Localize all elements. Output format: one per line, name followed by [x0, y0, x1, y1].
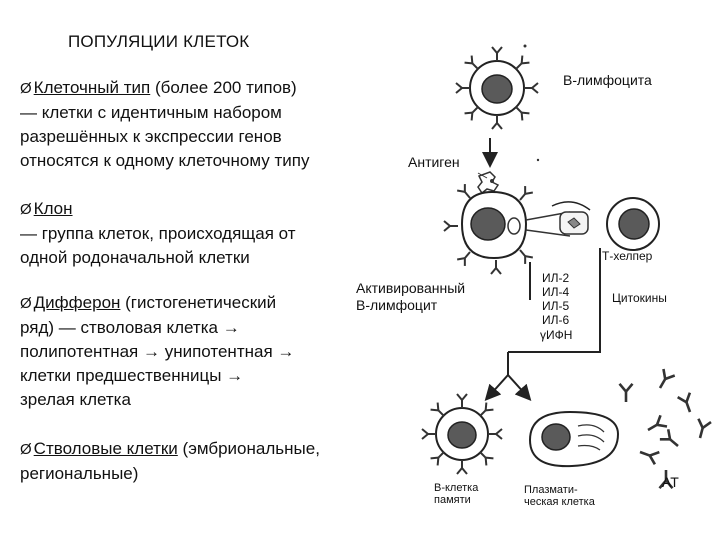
bullet-arrow: Ø: [20, 295, 32, 312]
text-line: клетки предшественницы →: [20, 366, 244, 385]
term-differon: Дифферон: [33, 293, 121, 312]
label-memory-line2: памяти: [434, 494, 471, 506]
label-antigen: Антиген: [408, 154, 460, 170]
cytokine-il4: ИЛ-4: [542, 285, 570, 299]
text-line: относятся к одному клеточному типу: [20, 151, 310, 170]
antibodies-group: [618, 367, 713, 490]
text-line: полипотентная → унипотентная →: [20, 342, 295, 361]
bullet-arrow: Ø: [20, 441, 32, 458]
label-activated-line2: B-лимфоцит: [356, 297, 438, 313]
curved-arrow: [551, 201, 591, 211]
label-plasma-line2: ческая клетка: [524, 496, 595, 508]
label-t-helper: Т-хелпер: [602, 249, 653, 263]
cytokine-il6: ИЛ-6: [542, 313, 570, 327]
label-activated-line1: Активированный: [356, 280, 466, 296]
text-line: региональные): [20, 464, 139, 483]
term-stem-cells: Стволовые клетки: [33, 439, 178, 458]
cytokine-bracket: [508, 248, 601, 353]
term-cell-type: Клеточный тип: [33, 78, 151, 97]
plasma-cell: [528, 410, 620, 468]
text-line: — клетки с идентичным набором: [20, 103, 282, 122]
label-cytokines: Цитокины: [612, 291, 667, 305]
antigen-shape: [477, 171, 500, 195]
text-line: зрелая клетка: [20, 390, 131, 409]
label-plasma-line1: Плазмати-: [524, 484, 578, 496]
label-b-lymphocyte: B-лимфоцита: [563, 72, 652, 88]
bullet-arrow: Ø: [20, 80, 32, 97]
speck: [523, 44, 527, 48]
arrow-to-memory: [484, 374, 509, 401]
cytokine-il5: ИЛ-5: [542, 299, 570, 313]
page-title: ПОПУЛЯЦИИ КЛЕТОК: [68, 32, 250, 51]
memory-b-cell: [421, 393, 503, 475]
text-line: разрешённых к экспрессии генов: [20, 127, 282, 146]
bullet-arrow: Ø: [20, 201, 32, 218]
cytokine-il2: ИЛ-2: [542, 271, 570, 285]
b-lymphocyte-cell: [455, 46, 539, 130]
term-clone: Клон: [33, 199, 73, 218]
cell-contact: [525, 211, 589, 237]
speck: [536, 158, 540, 162]
activated-b-lymphocyte-cell: [443, 183, 534, 275]
term-differon-note: (гистогенетический: [120, 293, 277, 312]
t-helper-cell: [606, 197, 660, 251]
cytokine-ifn: γИФН: [540, 328, 573, 342]
text-line: — группа клеток, происходящая от: [20, 224, 296, 243]
term-stem-cells-note: (эмбриональные,: [177, 439, 320, 458]
arrow-to-plasma: [507, 374, 532, 401]
label-memory-line1: B-клетка: [434, 482, 479, 494]
text-line: одной родоначальной клетки: [20, 248, 250, 267]
term-cell-type-note: (более 200 типов): [150, 78, 297, 97]
label-antibodies: АТ: [662, 474, 679, 490]
text-line: ряд) — стволовая клетка →: [20, 318, 240, 337]
